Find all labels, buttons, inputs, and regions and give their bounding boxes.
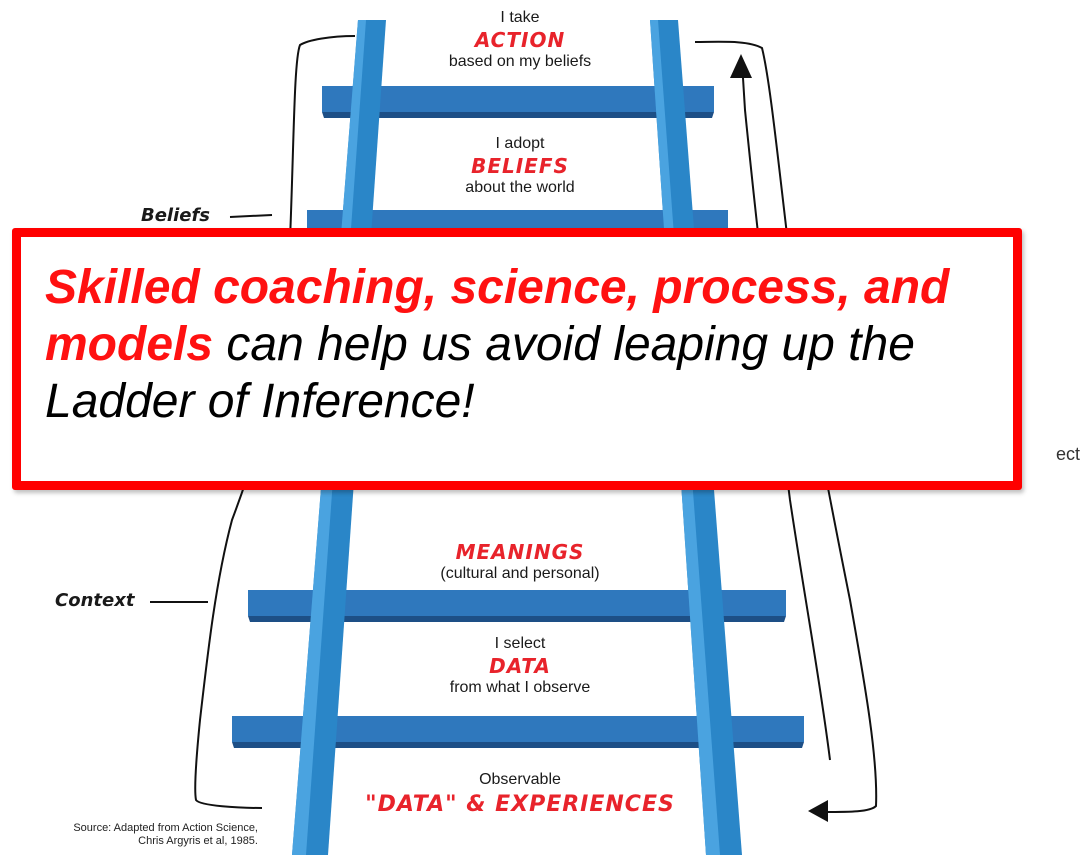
callout-box: Skilled coaching, science, process, and … — [12, 228, 1022, 490]
step-data-pre: I select — [494, 635, 546, 652]
source-line-1: Source: Adapted from Action Science, — [73, 822, 258, 834]
step-beliefs: I adopt BELIEFS about the world — [395, 134, 645, 198]
source-citation: Source: Adapted from Action Science, Chr… — [0, 822, 258, 848]
rung-6 — [232, 716, 804, 748]
step-meanings-keyword: MEANINGS — [455, 540, 585, 564]
step-observable-keyword: "DATA" & EXPERIENCES — [365, 792, 675, 817]
step-action-post: based on my beliefs — [448, 53, 592, 70]
source-line-2: Chris Argyris et al, 1985. — [138, 835, 258, 847]
step-action-pre: I take — [500, 9, 540, 26]
step-observable: Observable "DATA" & EXPERIENCES — [340, 770, 700, 820]
callout-highlight-text: Skilled coaching, science, process, and … — [45, 261, 950, 371]
rung-1 — [322, 86, 714, 118]
left-arrow-icon — [808, 800, 828, 822]
clipped-right-label: ect — [1056, 444, 1081, 464]
upward-arrow-icon — [730, 54, 752, 78]
step-data-keyword: DATA — [489, 654, 551, 678]
step-beliefs-keyword: BELIEFS — [471, 154, 569, 178]
rung-5 — [248, 590, 786, 622]
callout-body-text: can help us avoid leaping up the Ladder … — [45, 318, 915, 428]
context-side-label: Context — [55, 590, 135, 611]
step-action: I take ACTION based on my beliefs — [395, 8, 645, 72]
step-beliefs-post: about the world — [465, 179, 575, 196]
step-meanings: MEANINGS (cultural and personal) — [380, 540, 660, 584]
step-beliefs-pre: I adopt — [495, 135, 545, 152]
beliefs-side-label: Beliefs — [141, 205, 211, 226]
beliefs-leader-line — [229, 214, 273, 218]
step-data-post: from what I observe — [449, 679, 591, 696]
step-action-keyword: ACTION — [474, 28, 566, 52]
step-observable-pre: Observable — [479, 771, 561, 788]
step-data: I select DATA from what I observe — [380, 634, 660, 698]
step-meanings-post: (cultural and personal) — [440, 565, 600, 582]
